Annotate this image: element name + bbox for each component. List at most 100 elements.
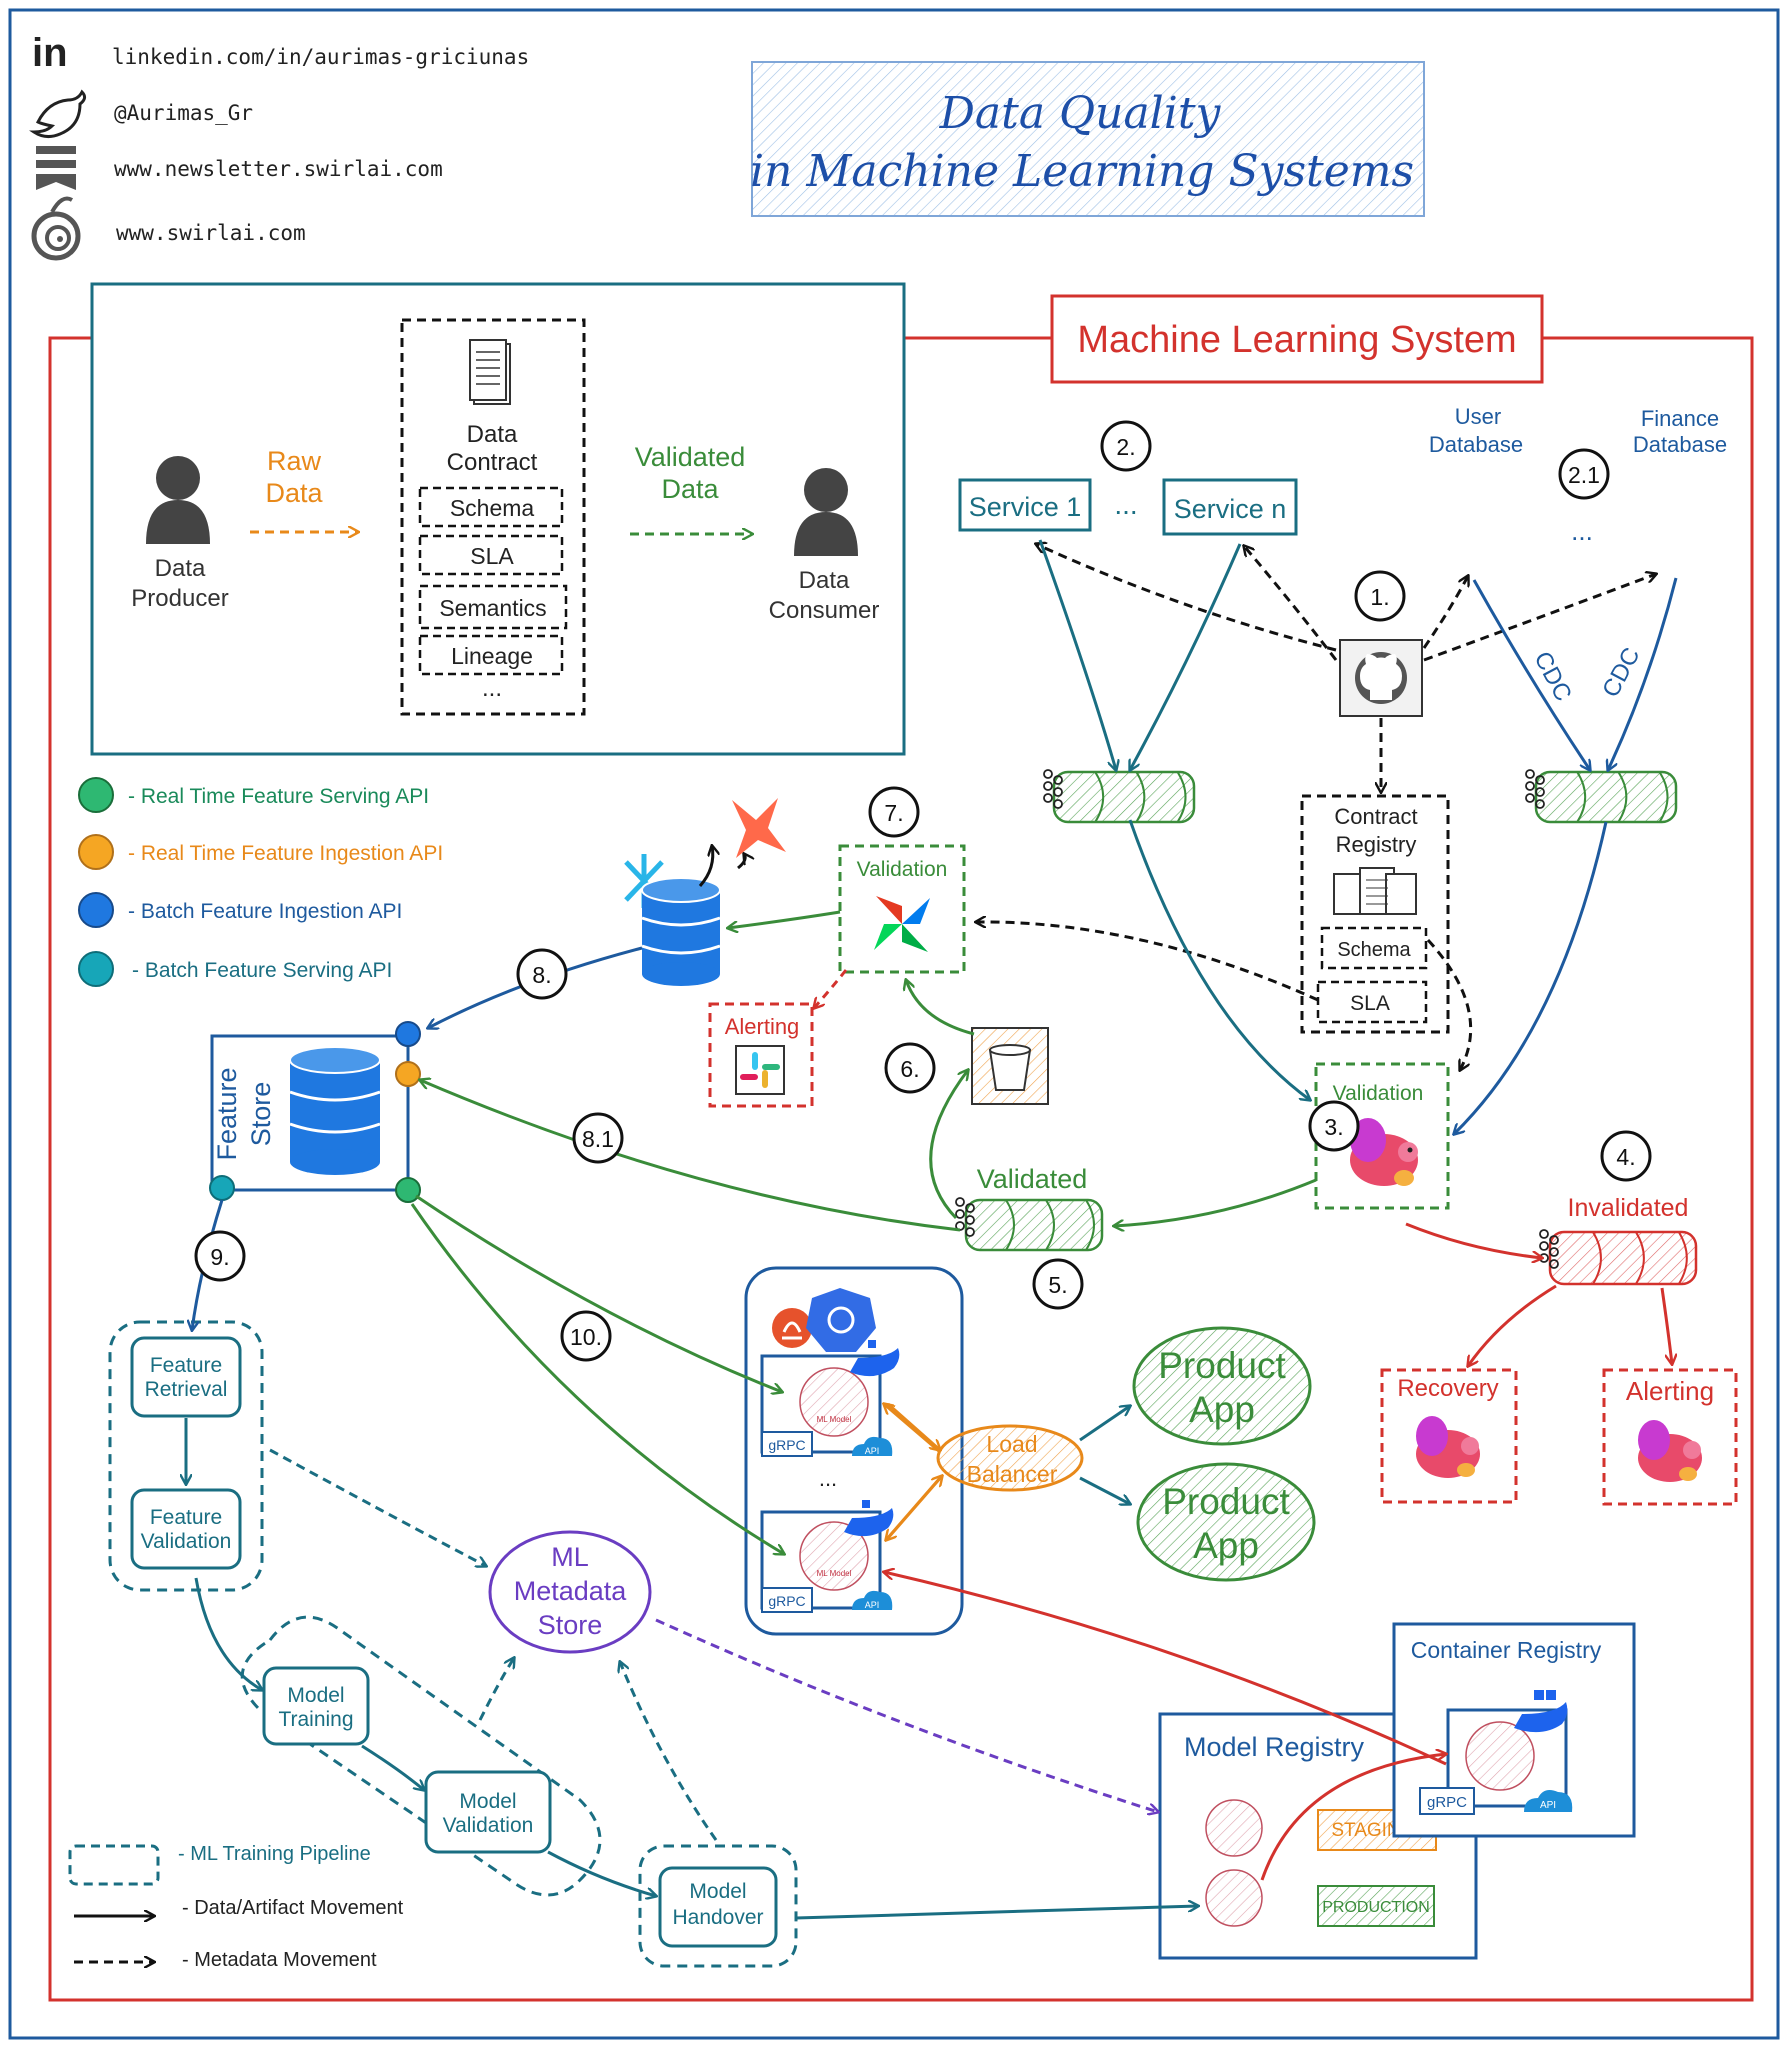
step-number: 6.	[900, 1056, 919, 1082]
registry-schema-label: Schema	[1337, 939, 1411, 961]
model-handover-label: Model	[689, 1880, 746, 1903]
slack-alerting: Alerting	[708, 1002, 814, 1108]
step-marker: 10.	[560, 1310, 612, 1362]
step-marker: 3.	[1308, 1100, 1360, 1152]
user-db-label: User	[1455, 404, 1501, 429]
step-marker: 7.	[868, 786, 920, 838]
finance-db-label: Finance	[1641, 406, 1719, 431]
model-pod-1: ML Model gRPC API	[760, 1340, 900, 1457]
api-cloud-icon: API	[852, 1590, 893, 1610]
model-registry-label: Model Registry	[1184, 1732, 1365, 1762]
load-balancer-label: Load	[986, 1431, 1037, 1457]
serving-cluster: ML Model gRPC API ... ML Model gRPC	[744, 1266, 964, 1636]
ml-model-icon	[1465, 1721, 1535, 1791]
validated-data-label-2: Data	[661, 474, 719, 504]
title-line2: in Machine Learning Systems	[750, 146, 1414, 197]
document-icon	[469, 339, 511, 405]
feature-store-label-2: Store	[246, 1082, 276, 1147]
slack-alerting-label: Alerting	[725, 1014, 800, 1039]
step-number: 4.	[1616, 1144, 1635, 1170]
pods-ellipsis: ...	[819, 1466, 837, 1491]
load-balancer: Load Balancer	[936, 1424, 1084, 1492]
product-app-2: Product App	[1136, 1462, 1316, 1582]
api-label: API	[865, 1446, 880, 1456]
step-number: 3.	[1324, 1114, 1343, 1140]
docker-icon	[1514, 1690, 1568, 1733]
linkedin-link[interactable]: linkedin.com/in/aurimas-griciunas	[112, 45, 529, 69]
legend-batch-serving: - Batch Feature Serving API	[132, 959, 392, 982]
cdc-label-1: CDC	[1528, 647, 1576, 706]
documents-stack-icon	[1333, 867, 1417, 915]
step-marker: 1.	[1354, 570, 1406, 622]
consumer-person-icon	[794, 468, 858, 556]
services-area: Service 1 ... Service n User Database Fi…	[958, 404, 1727, 706]
contract-registry-label: Contract	[1334, 804, 1417, 829]
raw-data-label: Raw	[267, 446, 322, 476]
twitter-icon	[29, 89, 87, 139]
feature-store: Feature Store	[209, 1021, 421, 1203]
flink-squirrel-icon	[1416, 1416, 1480, 1478]
newsletter-link[interactable]: www.newsletter.swirlai.com	[114, 157, 443, 181]
product-app-1: Product App	[1132, 1326, 1312, 1446]
databases-ellipsis: ...	[1571, 516, 1593, 546]
contract-registry-label-2: Registry	[1336, 832, 1417, 857]
services-topic	[1043, 769, 1196, 824]
title-line1: Data Quality	[939, 88, 1222, 139]
step-number: 2.	[1116, 434, 1135, 460]
validated-topic	[955, 1197, 1104, 1252]
model-handover-label-2: Handover	[672, 1906, 763, 1929]
product-app-label: Product	[1162, 1481, 1290, 1522]
ml-model-icon	[799, 1367, 869, 1437]
prometheus-icon	[772, 1308, 812, 1348]
pipeline-group-1	[108, 1320, 264, 1592]
legend-rt-ingestion: - Real Time Feature Ingestion API	[128, 842, 443, 865]
ml-model-label: ML Model	[817, 1415, 852, 1424]
legend-batch-ingestion: - Batch Feature Ingestion API	[128, 900, 402, 923]
s3-bucket	[971, 1027, 1049, 1105]
linkedin-icon: in	[32, 31, 68, 75]
validated-label: Validated	[977, 1164, 1088, 1194]
outer-frame	[8, 8, 1780, 2040]
production-badge	[1317, 1885, 1435, 1927]
feature-retrieval-label-2: Retrieval	[145, 1378, 228, 1401]
batch-ingestion-dot	[78, 892, 114, 928]
airflow-validation: Validation	[838, 844, 966, 974]
website-link[interactable]: www.swirlai.com	[116, 221, 306, 245]
legend-rt-serving: - Real Time Feature Serving API	[128, 785, 429, 808]
step-marker: 8.1	[572, 1112, 624, 1164]
model-training-label-2: Training	[278, 1708, 353, 1731]
invalid-alerting-box: Alerting	[1602, 1368, 1738, 1506]
ml-metadata-label-3: Store	[538, 1610, 603, 1640]
kafka-icon	[1043, 769, 1063, 809]
bottom-legend: - ML Training Pipeline - Data/Artifact M…	[68, 1843, 404, 1971]
recovery-box: Recovery	[1380, 1368, 1518, 1504]
step-marker: 6.	[884, 1042, 936, 1094]
header-social: in linkedin.com/in/aurimas-griciunas @Au…	[29, 31, 529, 261]
kafka-topics	[955, 769, 1698, 1286]
arrows	[186, 539, 1676, 1920]
container-registry-label: Container Registry	[1411, 1637, 1602, 1663]
airflow-pinwheel-icon	[874, 896, 930, 952]
rt-serving-port	[395, 1177, 421, 1203]
legend-data-label: - Data/Artifact Movement	[182, 1897, 404, 1919]
contract-registry: Contract Registry Schema SLA	[1300, 794, 1450, 1034]
pipeline-group-2	[240, 1615, 602, 1897]
dbt-icon	[732, 798, 786, 858]
grpc-label: gRPC	[1427, 1794, 1467, 1811]
rt-ingestion-port	[395, 1061, 421, 1087]
product-app-label-2: App	[1189, 1389, 1255, 1430]
invalid-alerting-label: Alerting	[1626, 1376, 1714, 1406]
finance-db-label-2: Database	[1633, 432, 1727, 457]
cdc-label-2: CDC	[1597, 643, 1645, 702]
recovery-label: Recovery	[1397, 1375, 1498, 1402]
slack-icon	[735, 1045, 785, 1095]
invalidated-topic	[1539, 1229, 1698, 1286]
api-cloud-icon: API	[852, 1436, 893, 1456]
flink-squirrel-icon	[1350, 1118, 1418, 1186]
step-marker: 9.	[194, 1230, 246, 1282]
step-number: 5.	[1048, 1272, 1067, 1298]
model-validation-label-2: Validation	[443, 1814, 534, 1837]
producer-label: Data	[155, 555, 206, 582]
producer-person-icon	[146, 456, 210, 544]
twitter-handle[interactable]: @Aurimas_Gr	[114, 101, 253, 125]
